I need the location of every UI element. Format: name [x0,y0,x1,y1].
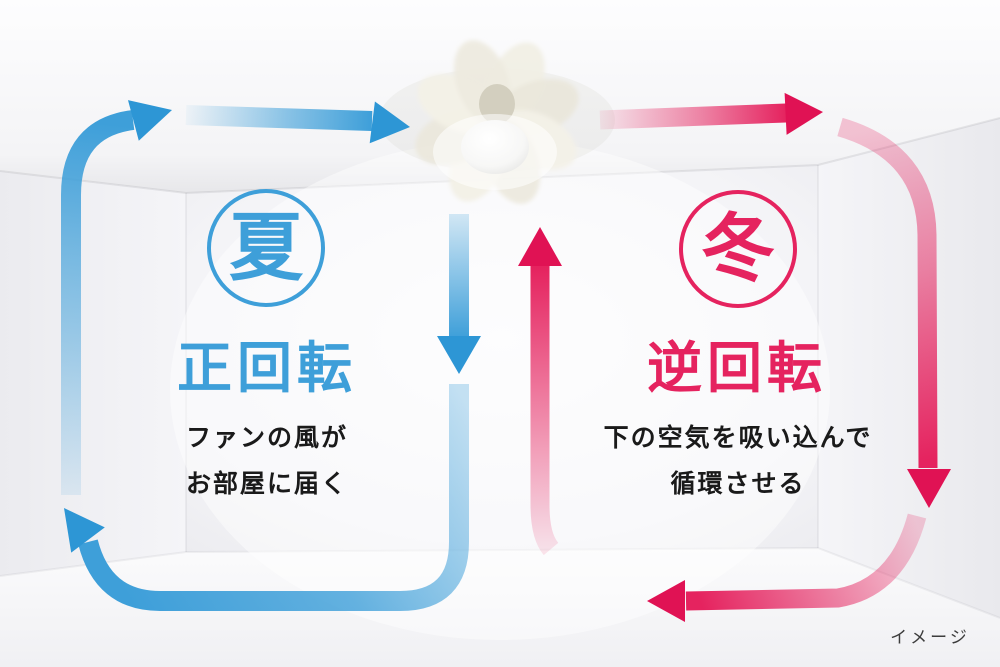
winter-badge-label: 冬 [701,207,775,290]
summer-title: 正回転 [176,337,357,399]
right-wall [818,118,1000,618]
summer-description-line2: お部屋に届く [185,470,348,498]
fan-hub [479,84,515,124]
ceiling-fan-icon [379,40,615,204]
image-disclaimer-note: イメージ [890,628,970,647]
winter-description-line1: 下の空気を吸い込んで [603,424,873,452]
wall-light-glow [170,140,830,640]
summer-description-line1: ファンの風が [185,424,348,452]
winter-title: 逆回転 [646,337,827,399]
fan-light-dome [461,120,529,174]
summer-airflow-arrows-icon [61,100,481,611]
wall-corner-lines [185,165,819,552]
left-wall [0,171,186,576]
summer-badge: 夏 [207,189,325,307]
summer-badge-label: 夏 [229,206,303,289]
back-wall [186,165,818,552]
winter-airflow-arrows-icon [518,92,951,622]
winter-badge: 冬 [679,190,797,308]
floor [0,548,1000,667]
winter-description-line2: 循環させる [670,470,806,498]
